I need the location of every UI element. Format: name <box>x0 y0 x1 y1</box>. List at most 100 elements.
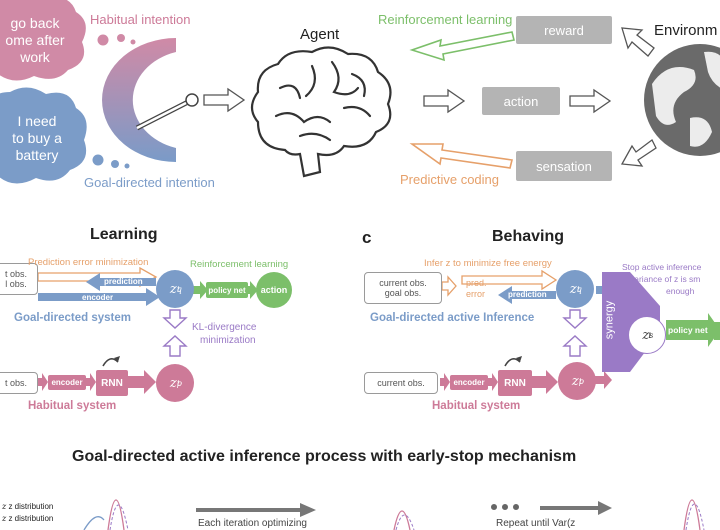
policy-net-pill: policy net <box>206 282 248 298</box>
distribution-peak-1b <box>109 504 129 530</box>
brain-icon <box>250 46 392 178</box>
behaving-current-obs: current obs. <box>364 372 438 394</box>
bubble-dot <box>130 39 136 45</box>
bubble-line: work <box>20 48 50 65</box>
bubble-dot <box>111 160 119 168</box>
ellipsis-dot <box>491 504 497 510</box>
kl-down-arrow <box>162 309 188 329</box>
obs-to-encoder-arrow <box>38 373 48 391</box>
habitual-bubble-text: go back ome after work <box>0 10 78 70</box>
arrow-to-agent <box>203 87 246 113</box>
intention-arc <box>102 38 176 162</box>
action-node-learning: action <box>256 272 292 308</box>
action-arrow-right <box>569 88 612 114</box>
prediction-label-behaving: prediction <box>508 290 547 299</box>
action-box: action <box>482 87 560 115</box>
synergy-label: synergy <box>603 300 616 340</box>
learning-obs-box: t obs. l obs. <box>0 263 38 295</box>
encoder-pill-behaving: encoder <box>450 375 488 390</box>
goal-directed-intention-label: Goal-directed intention <box>84 175 215 190</box>
to-policy-arrow <box>192 281 208 299</box>
action-arrow-left <box>423 88 466 114</box>
bubble-line: to buy a <box>12 129 62 146</box>
rnn-loop-learning <box>102 358 119 367</box>
encoder-to-rnn-arrow-b <box>488 373 498 391</box>
legend-zq: z z distribution <box>2 514 54 523</box>
rnn-to-z-arrow <box>128 370 156 394</box>
bottom-title: Goal-directed active inference process w… <box>72 448 577 465</box>
zp-to-synergy-arrow <box>594 371 612 389</box>
bubble-line: go back <box>10 14 60 31</box>
distribution-peak-3b <box>685 503 705 530</box>
rnn-loop-arrowhead <box>114 356 120 362</box>
prediction-arrow-learning <box>86 273 156 291</box>
obs-line: t obs. <box>4 269 27 279</box>
reinforcement-learning-label: Reinforcement learning <box>378 12 513 27</box>
learning-title: Learning <box>90 226 158 243</box>
kl-label-line2: minimization <box>200 335 256 346</box>
policy-net-arrow-behaving <box>666 313 720 347</box>
distribution-peak-1 <box>107 499 125 530</box>
rnn-to-z-arrow-b <box>532 370 558 394</box>
legend-zp-text: z distribution <box>8 502 54 511</box>
agent-label: Agent <box>300 26 340 43</box>
goal-bubble-text: I need to buy a battery <box>0 108 80 168</box>
kl-up-arrow-b <box>562 335 588 357</box>
predictive-coding-label: Predictive coding <box>400 172 499 187</box>
obs-to-encoder-arrow-b <box>440 373 450 391</box>
needle-inner <box>136 99 191 130</box>
sensation-box: sensation <box>516 151 612 181</box>
obs-to-prederror-arrow <box>441 275 457 297</box>
habitual-system-label: Habitual system <box>28 400 117 412</box>
ellipsis-dot <box>502 504 508 510</box>
stop-line1: Stop active inference <box>622 262 702 272</box>
reward-arrow <box>621 27 655 57</box>
action-box-edge <box>714 322 720 340</box>
bubble-dot <box>92 154 104 166</box>
kl-up-arrow <box>162 335 188 357</box>
goal-directed-system-label: Goal-directed system <box>14 312 131 324</box>
rnn-loop-behaving <box>504 358 521 367</box>
prediction-arrow-behaving <box>498 286 556 304</box>
obs-line: goal obs. <box>384 288 422 298</box>
infer-arrow <box>461 269 558 291</box>
legend-zp: z z distribution <box>2 502 54 511</box>
goal-thought-bubble <box>0 87 87 184</box>
repeat-until-label: Repeat until Var(z <box>496 518 575 529</box>
pred-error-line1: pred. <box>466 278 487 288</box>
infer-label: Infer z to minimize free energy <box>424 258 552 269</box>
distribution-peak-2 <box>393 510 411 530</box>
repeat-until-text: Repeat until Var(z <box>496 518 576 529</box>
policy-net-label-behaving: policy net <box>668 325 708 335</box>
behaving-obs-box: current obs. goal obs. <box>364 272 442 304</box>
habitual-intention-label: Habitual intention <box>90 12 191 27</box>
iteration-arrow <box>196 503 316 517</box>
stop-line2: variance of z is sm <box>630 274 701 284</box>
encoder-to-rnn-arrow <box>86 373 96 391</box>
ellipsis-dot <box>513 504 519 510</box>
panel-c-label: c <box>362 228 372 247</box>
legend-zq-text: z distribution <box>8 514 54 523</box>
pc-arrow <box>409 143 513 169</box>
reward-box: reward <box>516 16 612 44</box>
sensation-arrow <box>620 139 657 167</box>
learning-obs-box-2: t obs. <box>0 372 38 394</box>
behaving-title: Behaving <box>492 228 565 245</box>
gdai-label: Goal-directed active Inference <box>370 312 535 324</box>
repeat-arrow <box>540 501 612 515</box>
bubble-dot <box>124 163 130 169</box>
habitual-system-label-b: Habitual system <box>432 400 521 412</box>
obs-line: current obs. <box>379 278 427 288</box>
distribution-curve-1 <box>83 516 105 530</box>
kl-down-arrow-b <box>562 309 588 329</box>
pred-error-line2: error <box>466 289 486 299</box>
pem-label: Prediction error minimization <box>28 257 149 268</box>
each-iteration-label: Each iteration optimizing <box>198 518 307 529</box>
needle-knob <box>185 93 199 107</box>
distribution-peak-2b <box>395 514 415 530</box>
obs-line: l obs. <box>5 279 27 289</box>
